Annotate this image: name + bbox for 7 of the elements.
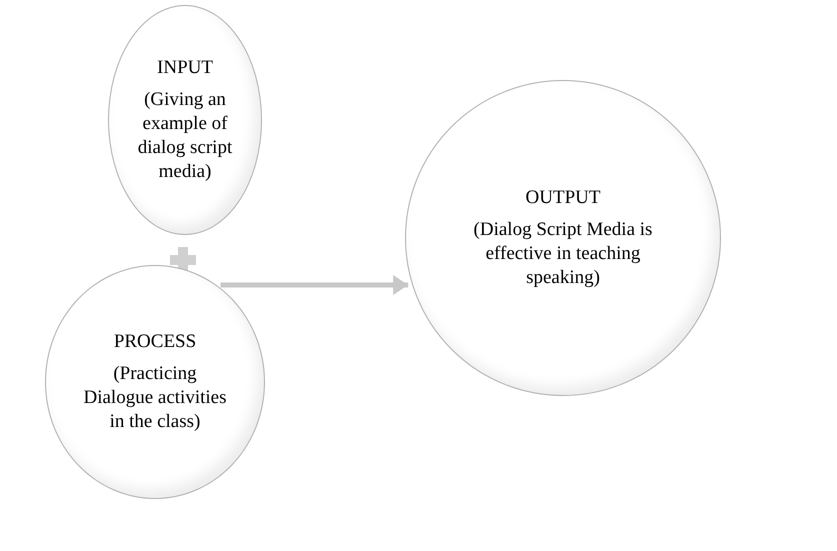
node-heading: PROCESS xyxy=(112,330,198,354)
node-heading: INPUT xyxy=(156,56,214,80)
node-description: (Giving an example of dialog script media) xyxy=(136,88,234,184)
node-description: (Practicing Dialogue activities in the class) xyxy=(82,362,228,434)
arrow xyxy=(220,275,408,295)
node-heading: OUTPUT xyxy=(524,186,602,210)
node-description: (Dialog Script Media is effective in teaching speaking) xyxy=(472,218,654,290)
